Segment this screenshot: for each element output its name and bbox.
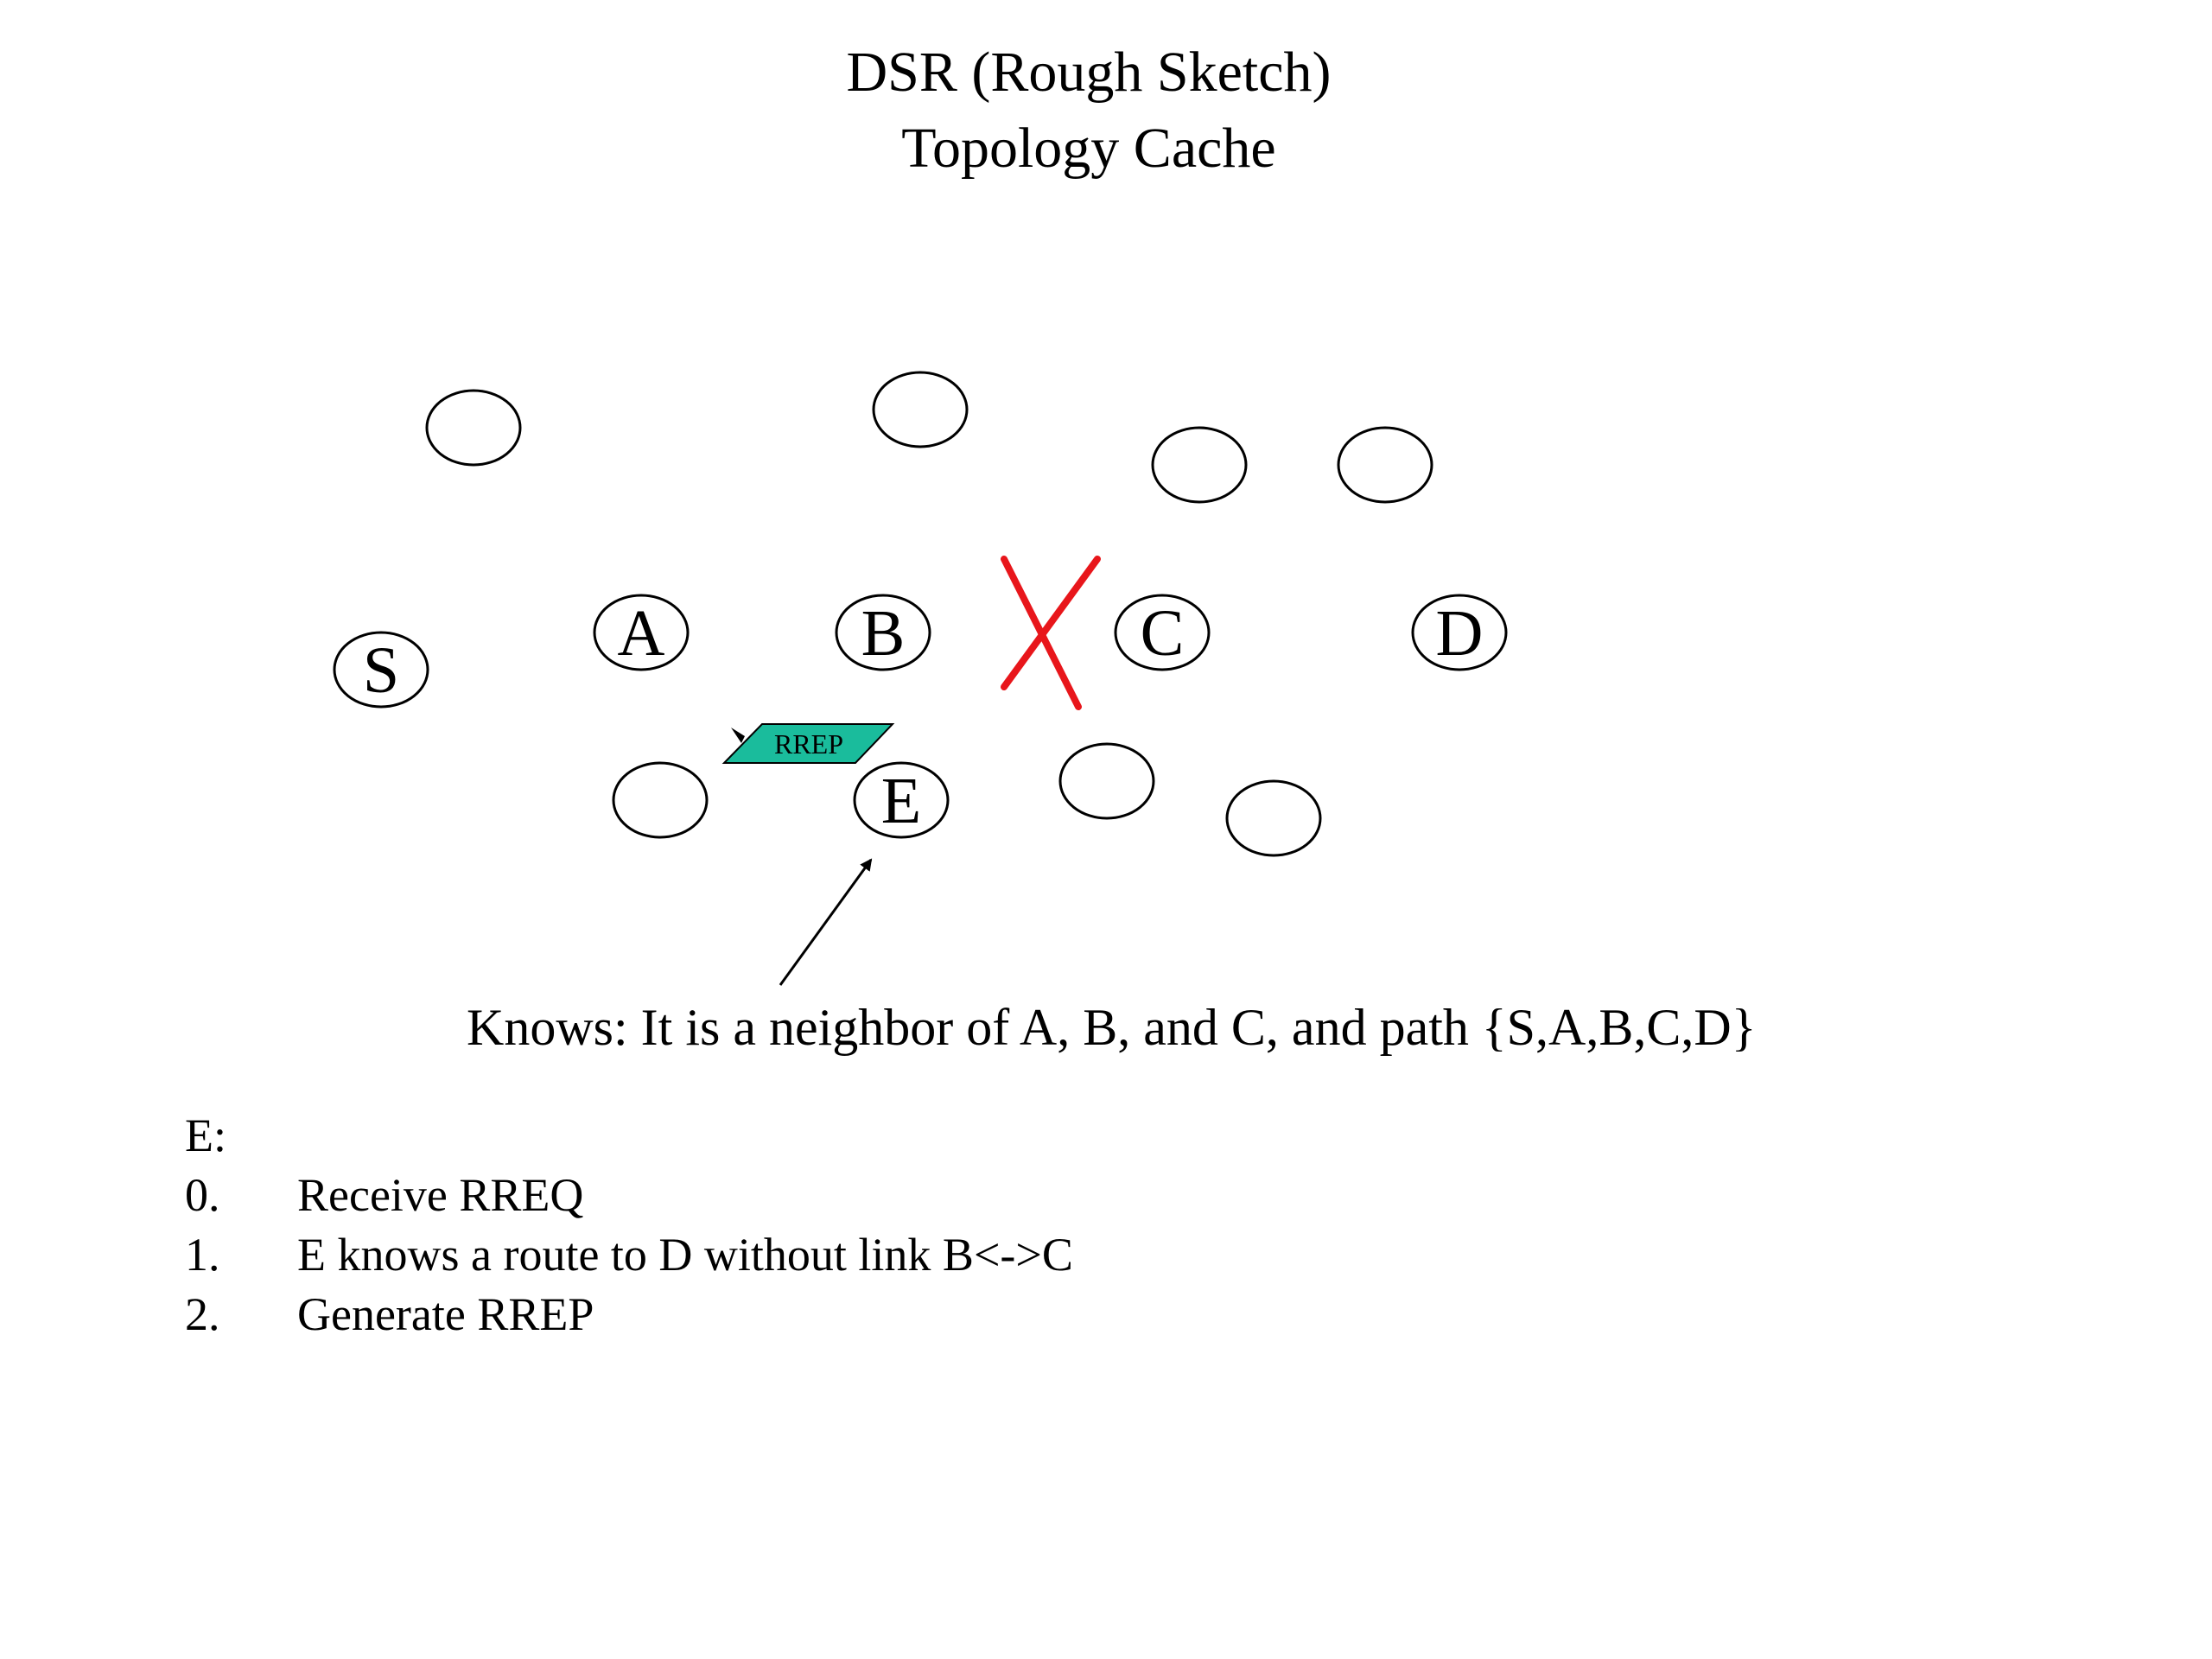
node-unlabeled-2: [872, 371, 969, 448]
title-line-2: Topology Cache: [901, 117, 1276, 180]
node-s: S: [333, 631, 429, 709]
step-number: 0.: [185, 1169, 220, 1221]
page-title: DSR (Rough Sketch) Topology Cache: [0, 35, 2177, 187]
rrep-packet-label: RREP: [774, 728, 843, 760]
annotation-arrow: [779, 858, 873, 986]
step-item: 1. E knows a route to D without link B<->…: [185, 1225, 1073, 1285]
steps-header: E:: [185, 1109, 226, 1161]
rrep-direction-arrow-icon: [731, 728, 745, 743]
rrep-packet-shape: [721, 723, 895, 764]
node-d-label: D: [1436, 597, 1484, 670]
steps-list: E: 0. Receive RREQ 1. E knows a route to D…: [185, 1106, 1073, 1344]
node-b-label: B: [861, 597, 906, 670]
step-text: Generate RREP: [297, 1288, 594, 1340]
node-unlabeled-5: [612, 761, 709, 839]
step-text: E knows a route to D without link B<->C: [297, 1229, 1073, 1281]
node-unlabeled-1: [425, 389, 522, 467]
node-e-label: E: [881, 765, 921, 837]
node-d: D: [1411, 594, 1508, 671]
step-number: 1.: [185, 1229, 220, 1281]
step-text: Receive RREQ: [297, 1169, 584, 1221]
step-number: 2.: [185, 1288, 220, 1340]
title-line-1: DSR (Rough Sketch): [846, 41, 1332, 104]
broken-link-x-icon: [1001, 556, 1101, 710]
node-unlabeled-3: [1151, 426, 1248, 504]
node-a: A: [593, 594, 690, 671]
node-b: B: [835, 594, 931, 671]
node-e: E: [853, 761, 950, 839]
step-item: 2. Generate RREP: [185, 1285, 1073, 1344]
step-item: 0. Receive RREQ: [185, 1166, 1073, 1225]
node-a-label: A: [618, 597, 665, 670]
node-unlabeled-7: [1225, 779, 1322, 857]
node-c: C: [1114, 594, 1211, 671]
rrep-packet: RREP: [721, 723, 895, 764]
node-unlabeled-4: [1337, 426, 1433, 504]
node-s-label: S: [363, 634, 399, 707]
node-c-label: C: [1141, 597, 1185, 670]
node-unlabeled-6: [1058, 742, 1155, 820]
annotation-text: Knows: It is a neighbor of A, B, and C, …: [467, 999, 1757, 1056]
